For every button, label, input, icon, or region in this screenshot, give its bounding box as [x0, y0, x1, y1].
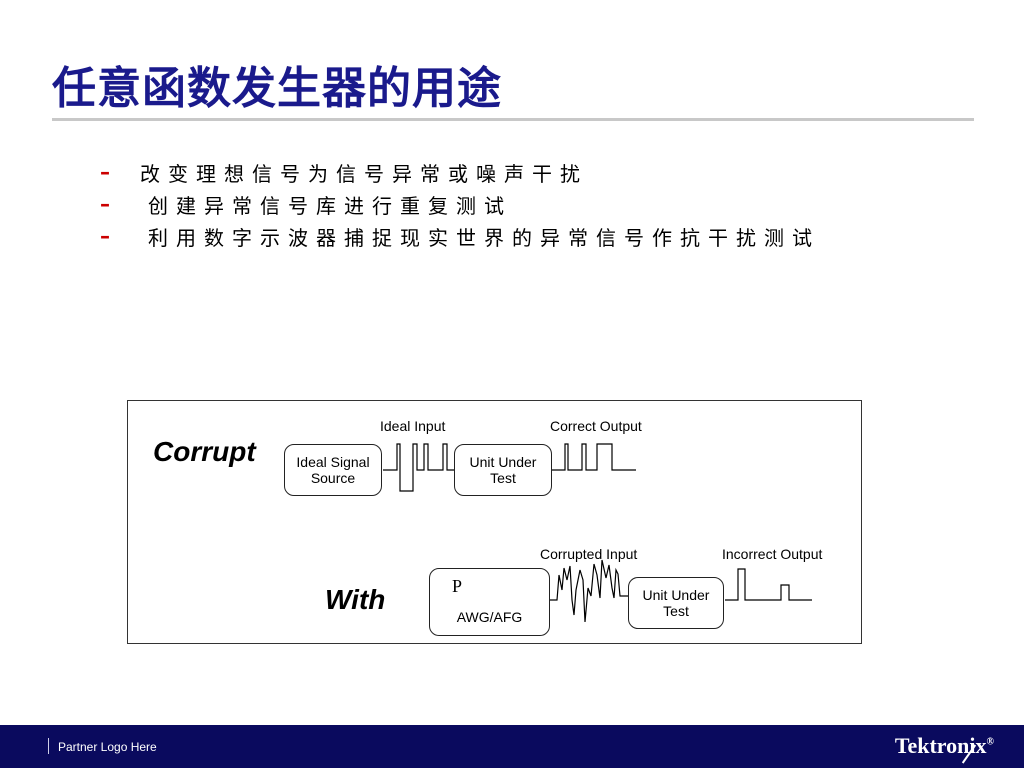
box-label-line: Test	[490, 470, 516, 486]
unit-under-test-box: Unit Under Test	[454, 444, 552, 496]
diagram-frame	[127, 400, 862, 644]
tektronix-logo: Tektronix®	[895, 733, 994, 759]
bullet-marker: –	[100, 160, 110, 184]
ideal-input-waveform	[383, 443, 454, 492]
corrupted-input-waveform	[550, 559, 628, 623]
box-label-line: Test	[663, 603, 689, 619]
box-label-line: Unit Under	[469, 454, 537, 470]
brand-name: Tektronix	[894, 733, 987, 758]
correct-output-label: Correct Output	[550, 418, 642, 434]
partner-logo-text: Partner Logo Here	[58, 740, 157, 754]
corrupt-label: Corrupt	[153, 436, 256, 467]
footer-separator	[48, 738, 49, 754]
brand-mark: ®	[986, 736, 994, 748]
title-divider	[52, 118, 974, 121]
corrupted-input-label: Corrupted Input	[540, 546, 638, 562]
awg-label: AWG/AFG	[456, 609, 523, 625]
bullet-item: – 创建异常信号库进行重复测试	[100, 188, 820, 220]
correct-output-waveform	[552, 443, 636, 471]
awg-icon: P	[452, 576, 463, 596]
box-label-line: Source	[310, 470, 356, 486]
ideal-input-label: Ideal Input	[380, 418, 446, 434]
unit-under-test-box-2: Unit Under Test	[628, 577, 724, 629]
incorrect-output-label: Incorrect Output	[722, 546, 823, 562]
bullet-text: 创建异常信号库进行重复测试	[148, 193, 512, 218]
bullet-marker: –	[100, 224, 110, 248]
footer-bar: Partner Logo Here Tektronix®	[0, 725, 1024, 768]
ideal-signal-source-box: Ideal Signal Source	[284, 444, 382, 496]
with-label: With	[325, 584, 386, 615]
bullet-marker: –	[100, 192, 110, 216]
bullet-list: – 改变理想信号为信号异常或噪声干扰 – 创建异常信号库进行重复测试 – 利用数…	[100, 156, 820, 252]
incorrect-output-waveform	[725, 568, 812, 601]
box-label-line: Ideal Signal	[296, 454, 370, 470]
box-label-line: Unit Under	[642, 587, 710, 603]
bullet-item: – 改变理想信号为信号异常或噪声干扰	[100, 156, 820, 188]
awg-afg-box: AWG/AFG	[429, 568, 550, 636]
bullet-item: – 利用数字示波器捕捉现实世界的异常信号作抗干扰测试	[100, 220, 820, 252]
bullet-text: 改变理想信号为信号异常或噪声干扰	[140, 161, 588, 186]
bullet-text: 利用数字示波器捕捉现实世界的异常信号作抗干扰测试	[148, 225, 820, 250]
slide-title: 任意函数发生器的用途	[52, 63, 502, 114]
